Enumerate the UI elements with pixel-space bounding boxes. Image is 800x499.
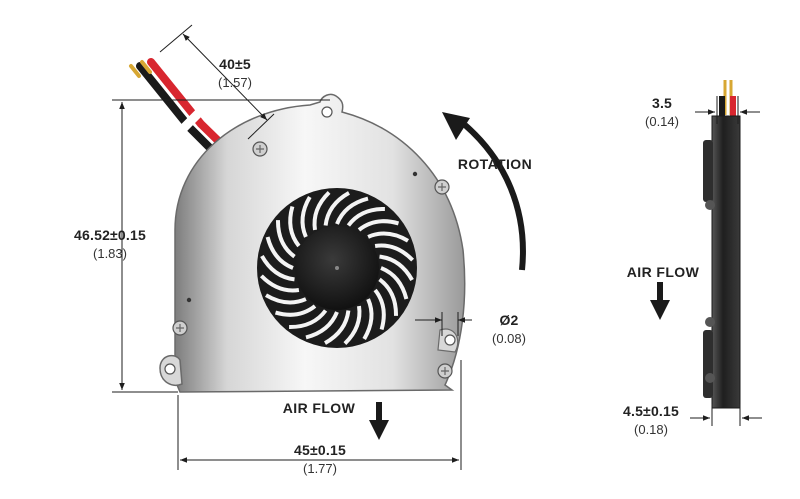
height-value: 46.52±0.15 <box>74 227 146 243</box>
impeller-blade <box>323 191 351 226</box>
impeller-blade <box>367 231 410 243</box>
lead-length-value: 40±5 <box>219 56 251 72</box>
height-inches: (1.83) <box>93 246 127 261</box>
impeller-blade <box>300 195 312 238</box>
impeller-blade <box>323 310 351 345</box>
lead-pitch-inches: (0.14) <box>645 114 679 129</box>
impeller-blade <box>274 304 317 317</box>
thickness-inches: (0.18) <box>634 422 668 437</box>
impeller-blade <box>264 293 307 305</box>
thickness-value: 4.5±0.15 <box>623 403 679 419</box>
airflow-label-front: AIR FLOW <box>282 400 356 416</box>
impeller-blade <box>335 196 369 225</box>
width-value: 45±0.15 <box>294 442 346 458</box>
airflow-arrow-side <box>650 282 670 320</box>
impeller-blade <box>379 254 414 282</box>
width-inches: (1.77) <box>303 461 337 476</box>
impeller-blade <box>289 309 328 330</box>
fan-side-view <box>703 80 741 409</box>
impeller-blade <box>357 219 400 232</box>
rotation-label: ROTATION <box>457 156 533 172</box>
impeller-blade <box>362 298 374 341</box>
impeller-blade <box>374 243 415 262</box>
impeller-blade <box>346 206 385 227</box>
impeller-blade <box>312 190 331 231</box>
impeller-blade <box>343 305 362 346</box>
impeller-blade <box>265 236 294 270</box>
airflow-label-side: AIR FLOW <box>626 264 700 280</box>
impeller-blade <box>275 220 296 259</box>
hole-diameter-value: Ø2 <box>499 312 519 328</box>
impeller-blade <box>260 254 295 282</box>
impeller-blade <box>373 288 386 331</box>
impeller-blade <box>380 266 409 300</box>
rotation-arrow <box>442 112 526 271</box>
dimension-lines-front <box>112 24 472 470</box>
airflow-arrow-front <box>369 402 389 440</box>
impeller-blade <box>259 274 300 293</box>
impeller-blade <box>305 311 339 340</box>
impeller-blade <box>378 277 399 316</box>
dimension-lines-side <box>690 96 762 426</box>
lead-pitch-value: 3.5 <box>651 95 673 111</box>
impeller-blade <box>288 205 301 248</box>
lead-length-inches: (1.57) <box>218 75 252 90</box>
hole-diameter-inches: (0.08) <box>492 331 526 346</box>
impeller <box>257 188 417 348</box>
